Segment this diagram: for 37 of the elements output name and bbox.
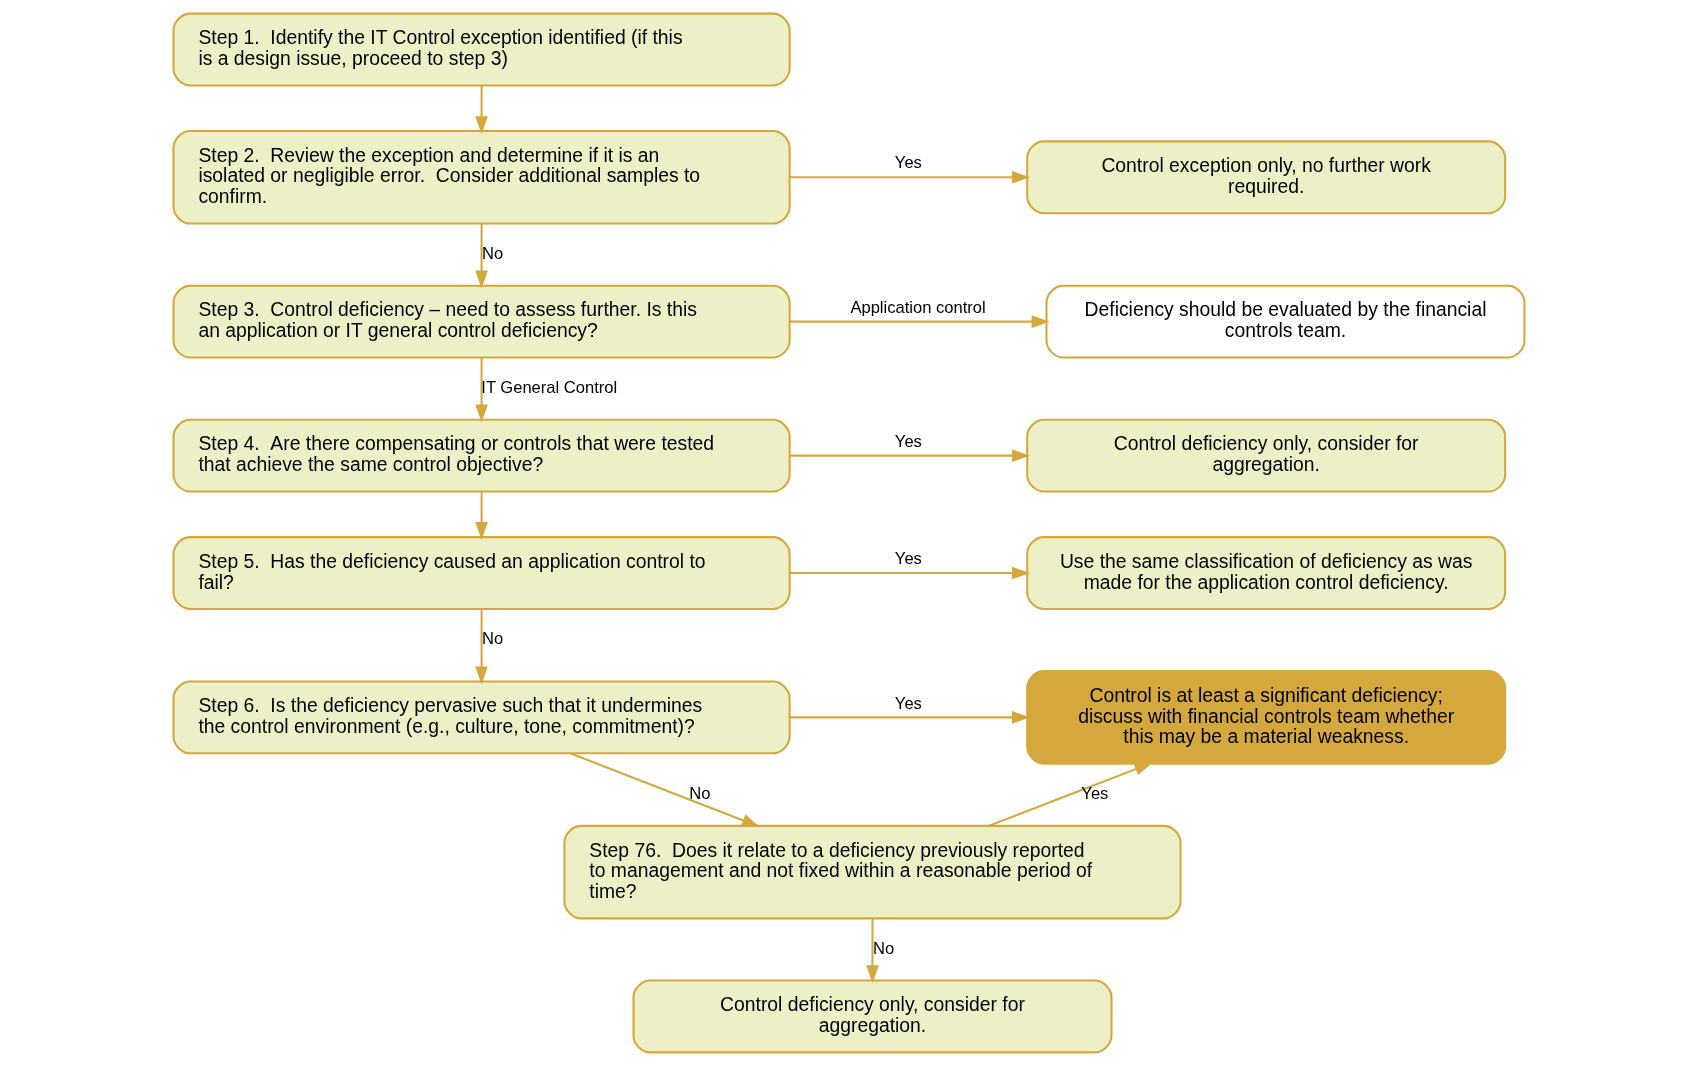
- edge-label: Application control: [849, 297, 986, 317]
- arrow: [474, 85, 488, 135]
- arrow: [569, 752, 760, 827]
- node-box: Control is at least a significant deficiency; discuss with financial controls team whether this may be a material weakness.: [1025, 670, 1506, 765]
- node-box: Step 1. Identify the IT Control exception identified (if this is a design issue, proceed to step 3): [172, 12, 791, 87]
- edge-label: Yes: [894, 549, 922, 569]
- arrow: [474, 223, 488, 289]
- node-box: Step 5. Has the deficiency caused an application control to fail?: [172, 536, 791, 610]
- node-box: Control deficiency only, consider for aggregation.: [631, 979, 1112, 1054]
- edge-label: No: [872, 938, 894, 958]
- arrow: [474, 609, 488, 685]
- edge-label: IT General Control: [480, 377, 617, 397]
- arrow: [789, 566, 1030, 580]
- node-box: Use the same classification of deficiency as was made for the application control deficiency.: [1025, 536, 1506, 610]
- arrow: [789, 315, 1050, 328]
- node-box: Control deficiency only, consider for aggregation.: [1025, 418, 1506, 493]
- edge-label: Yes: [894, 431, 922, 451]
- node-box: Step 3. Control deficiency – need to assess further. Is this an application or IT general control deficiency?: [172, 284, 791, 359]
- edge-label: Yes: [1080, 784, 1108, 804]
- edge-label: No: [688, 784, 710, 804]
- arrow: [474, 358, 488, 423]
- edge-label: Yes: [894, 153, 922, 173]
- edge-label: No: [481, 243, 503, 263]
- node-box: Step 2. Review the exception and determine if it is an isolated or negligible error. Consider additional samples to confirm.: [172, 130, 791, 225]
- node-box: Deficiency should be evaluated by the financial controls team.: [1045, 284, 1525, 359]
- arrow: [474, 492, 488, 540]
- node-box: Step 76. Does it relate to a deficiency previously reported to management and not fixed within a reasonable period of time?: [562, 824, 1182, 920]
- edge-label: No: [481, 629, 503, 649]
- node-box: Step 6. Is the deficiency pervasive such that it undermines the control environment (e.g., culture, tone, commitment)?: [172, 680, 791, 755]
- node-box: Step 4. Are there compensating or controls that were tested that achieve the same control objective?: [172, 418, 791, 493]
- edge-label: Yes: [894, 693, 922, 713]
- arrow: [988, 762, 1153, 827]
- arrow: [865, 918, 879, 984]
- node-box: Control exception only, no further work required.: [1025, 140, 1506, 215]
- arrow: [789, 449, 1030, 462]
- arrow: [789, 711, 1030, 724]
- arrow: [789, 171, 1030, 184]
